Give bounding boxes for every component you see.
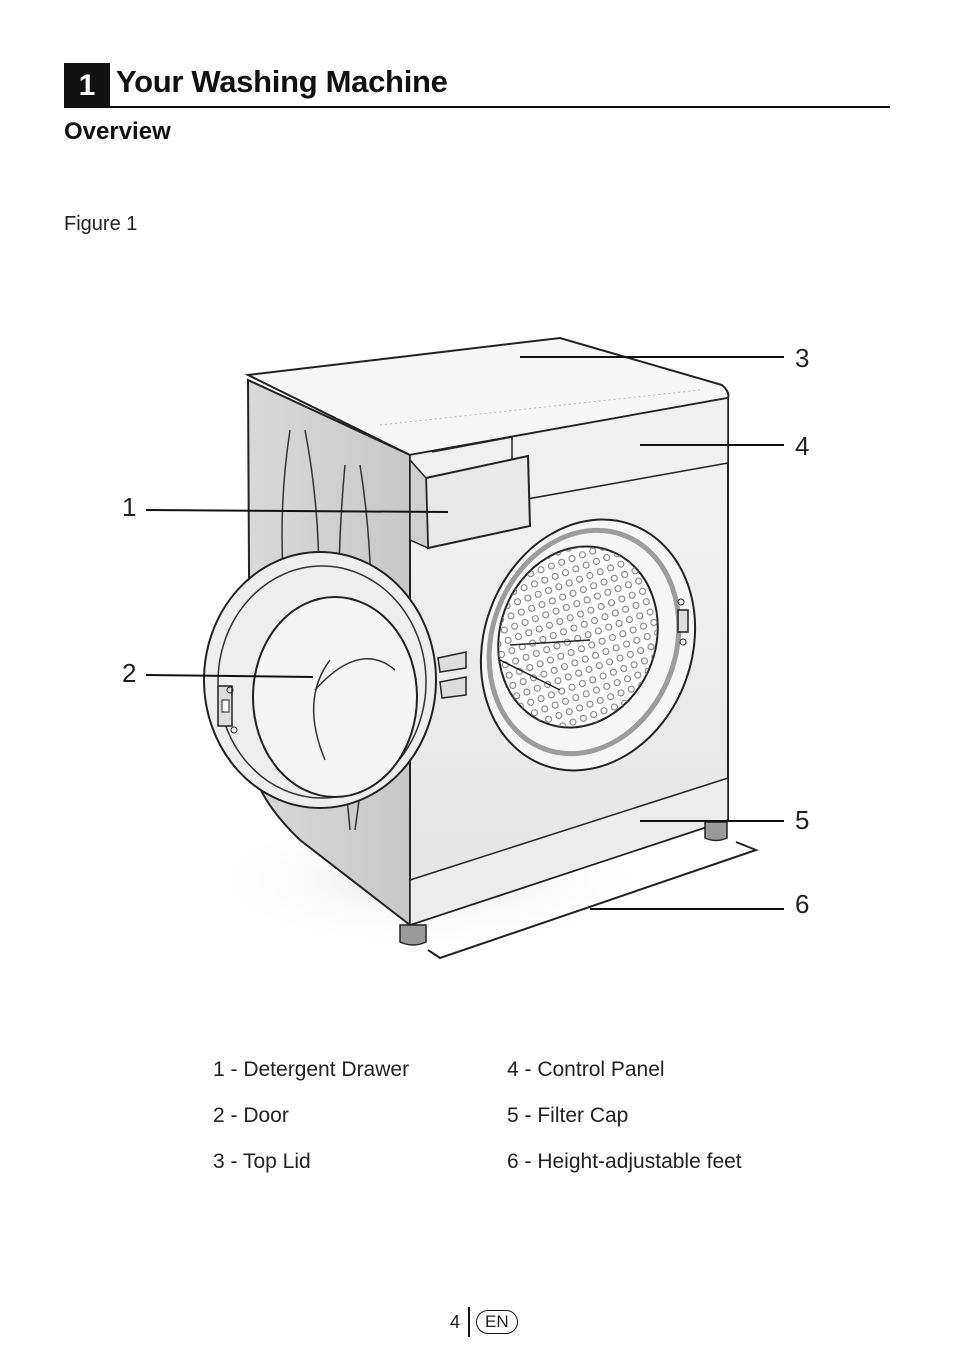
callout-6: 6 (795, 889, 809, 919)
legend-item-control-panel: 4 - Control Panel (507, 1058, 665, 1081)
legend-item-top-lid: 3 - Top Lid (213, 1150, 311, 1173)
chapter-number: 1 (64, 63, 110, 108)
callout-3: 3 (795, 343, 809, 373)
callout-5: 5 (795, 805, 809, 835)
callout-line-2 (145, 674, 314, 678)
chapter-title: Your Washing Machine (116, 64, 448, 99)
front-left-foot (399, 924, 427, 946)
legend-item-door: 2 - Door (213, 1104, 289, 1127)
callout-line-1 (145, 509, 449, 513)
legend-item-height-adjustable-feet: 6 - Height-adjustable feet (507, 1150, 742, 1173)
legend-item-detergent-drawer: 1 - Detergent Drawer (213, 1058, 410, 1081)
figure-caption: Figure 1 (64, 213, 138, 235)
footer-divider (468, 1307, 471, 1337)
callout-4: 4 (795, 431, 809, 461)
page-footer: 4 EN (450, 1307, 518, 1337)
page-number: 4 (450, 1311, 461, 1332)
section-title: Overview (64, 118, 171, 145)
legend-item-filter-cap: 5 - Filter Cap (507, 1104, 629, 1127)
callout-2: 2 (122, 658, 136, 688)
front-right-foot (704, 821, 728, 842)
chapter-rule (110, 106, 890, 108)
callout-1: 1 (122, 492, 136, 522)
language-badge: EN (476, 1310, 518, 1334)
